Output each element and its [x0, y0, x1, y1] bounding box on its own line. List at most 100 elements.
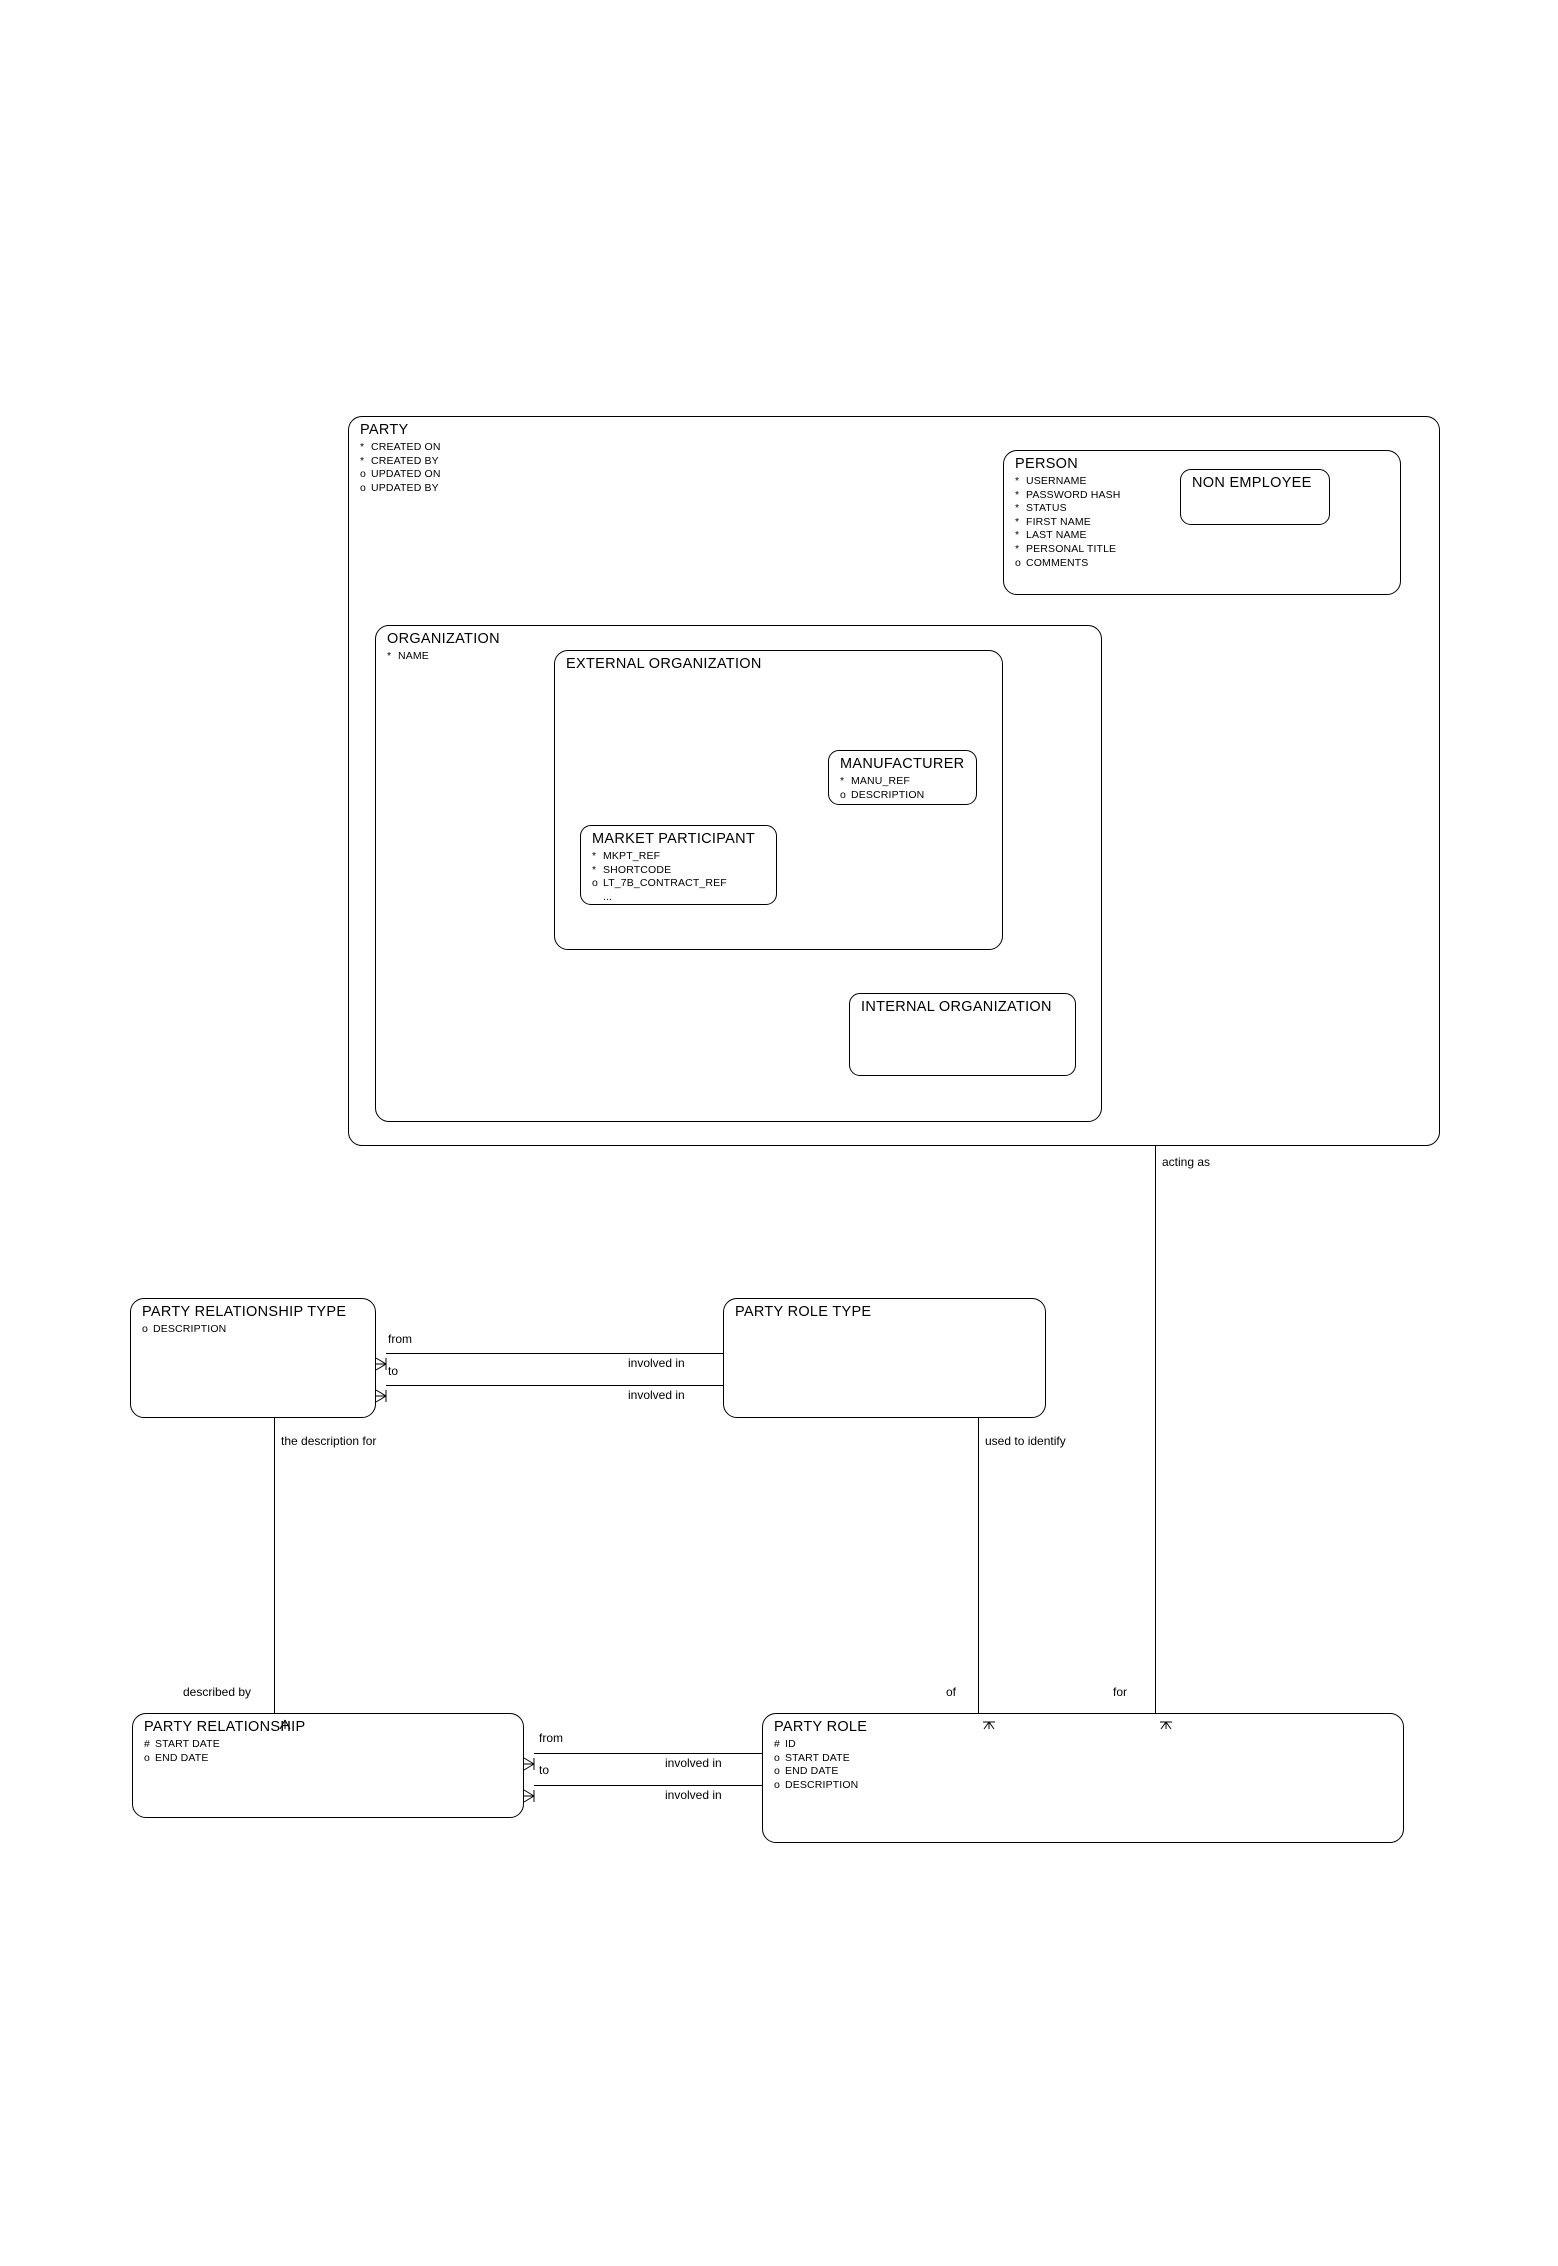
- entity-manufacturer-attributes: * MANU_REF o DESCRIPTION: [840, 775, 924, 802]
- attribute-row: ...: [592, 891, 727, 905]
- entity-party-role-type[interactable]: PARTY ROLE TYPE: [723, 1298, 1046, 1418]
- attribute-label: MANU_REF: [851, 775, 910, 787]
- entity-organization[interactable]: ORGANIZATION *NAME: [375, 625, 1102, 1122]
- attribute-mark: *: [1015, 475, 1020, 487]
- attribute-mark: *: [1015, 529, 1020, 542]
- attribute-label: CREATED BY: [371, 454, 439, 467]
- relationship-label-described-by: described by: [183, 1685, 252, 1699]
- attribute-mark: o: [1015, 556, 1021, 569]
- entity-non-employee-title: NON EMPLOYEE: [1192, 475, 1312, 491]
- entity-party-relationship-title: PARTY RELATIONSHIP: [144, 1719, 306, 1735]
- relationship-line-acting-as: [1155, 1146, 1156, 1467]
- entity-person[interactable]: PERSON *USERNAME *PASSWORD HASH *STATUS …: [1003, 450, 1401, 595]
- attribute-row: o COMMENTS: [1015, 557, 1121, 571]
- relationship-label-pr-from: from: [539, 1731, 563, 1745]
- attribute-mark: #: [144, 1738, 150, 1750]
- attribute-label: SHORTCODE: [603, 863, 672, 876]
- attribute-label: UPDATED BY: [371, 481, 439, 494]
- entity-external-organization-title: EXTERNAL ORGANIZATION: [566, 656, 762, 672]
- relationship-line-prt-from-dashed: [621, 1353, 723, 1354]
- entity-market-participant-title: MARKET PARTICIPANT: [592, 831, 756, 847]
- relationship-label-for: for: [1113, 1685, 1128, 1699]
- attribute-row: *FIRST NAME: [1015, 516, 1121, 530]
- attribute-row: * MANU_REF: [840, 775, 924, 789]
- attribute-mark: o: [774, 1765, 780, 1778]
- relationship-line-prt-from-solid: [386, 1353, 621, 1354]
- attribute-label: PASSWORD HASH: [1026, 488, 1121, 501]
- attribute-label: COMMENTS: [1026, 556, 1089, 569]
- entity-organization-title: ORGANIZATION: [387, 631, 500, 647]
- attribute-mark: o: [592, 877, 598, 890]
- crowsfoot-described-by: [274, 1713, 296, 1730]
- attribute-label: FIRST NAME: [1026, 515, 1091, 528]
- attribute-label: LAST NAME: [1026, 529, 1087, 542]
- attribute-label: UPDATED ON: [371, 468, 441, 481]
- attribute-label: END DATE: [155, 1751, 209, 1764]
- relationship-label-pr-involved-in-2: involved in: [665, 1788, 722, 1802]
- attribute-label: DESCRIPTION: [785, 1778, 859, 1791]
- relationship-line-pr-from-solid: [534, 1753, 650, 1754]
- attribute-mark: *: [360, 441, 365, 453]
- attribute-row: * LAST NAME: [1015, 529, 1121, 543]
- entity-non-employee[interactable]: NON EMPLOYEE: [1180, 469, 1330, 525]
- relationship-line-pr-to-dashed: [606, 1785, 762, 1786]
- attribute-mark: *: [1015, 502, 1020, 515]
- entity-manufacturer[interactable]: MANUFACTURER * MANU_REF o DESCRIPTION: [828, 750, 977, 805]
- attribute-label: LT_7B_CONTRACT_REF: [603, 877, 727, 890]
- entity-party-role-title: PARTY ROLE: [774, 1719, 868, 1735]
- attribute-row: o DESCRIPTION: [840, 789, 924, 803]
- attribute-row: *NAME: [387, 650, 429, 664]
- attribute-row: *SHORTCODE: [592, 864, 727, 878]
- relationship-label-used-to-identify: used to identify: [985, 1434, 1066, 1448]
- attribute-row: * USERNAME: [1015, 475, 1121, 489]
- attribute-label: USERNAME: [1026, 475, 1087, 487]
- relationship-line-prt-to-dashed: [546, 1385, 723, 1386]
- crowsfoot-of: [978, 1713, 1000, 1730]
- attribute-mark: o: [840, 788, 846, 801]
- entity-external-organization[interactable]: EXTERNAL ORGANIZATION: [554, 650, 1003, 950]
- relationship-label-prt-involved-in-1: involved in: [628, 1356, 685, 1370]
- attribute-row: * PASSWORD HASH: [1015, 489, 1121, 503]
- relationship-line-pr-to-solid: [534, 1785, 606, 1786]
- attribute-mark: o: [360, 468, 366, 481]
- attribute-label: START DATE: [155, 1738, 220, 1750]
- attribute-row: *CREATED BY: [360, 455, 441, 469]
- entity-manufacturer-title: MANUFACTURER: [840, 756, 965, 772]
- entity-organization-attributes: *NAME: [387, 650, 429, 664]
- attribute-mark: #: [774, 1738, 780, 1750]
- relationship-label-of: of: [946, 1685, 957, 1699]
- entity-market-participant[interactable]: MARKET PARTICIPANT *MKPT_REF *SHORTCODE …: [580, 825, 777, 905]
- relationship-label-prt-to: to: [388, 1364, 399, 1378]
- attribute-label: ...: [603, 890, 613, 903]
- entity-party-role-type-title: PARTY ROLE TYPE: [735, 1304, 872, 1320]
- entity-internal-organization[interactable]: INTERNAL ORGANIZATION: [849, 993, 1076, 1076]
- attribute-label: START DATE: [785, 1751, 850, 1764]
- attribute-label: ID: [785, 1738, 796, 1750]
- attribute-label: END DATE: [785, 1765, 839, 1778]
- relationship-label-prt-involved-in-2: involved in: [628, 1388, 685, 1402]
- attribute-mark: o: [774, 1751, 780, 1764]
- entity-person-title: PERSON: [1015, 456, 1079, 472]
- attribute-mark: o: [142, 1323, 148, 1335]
- attribute-label: DESCRIPTION: [851, 788, 925, 801]
- crowsfoot-prt-to: [375, 1385, 400, 1407]
- crowsfoot-pr-from: [523, 1753, 548, 1775]
- attribute-row: o END DATE: [774, 1765, 858, 1779]
- relationship-label-pr-involved-in-1: involved in: [665, 1756, 722, 1770]
- attribute-mark: *: [1015, 488, 1020, 501]
- relationship-line-used-to-identify: [978, 1418, 979, 1713]
- attribute-mark: *: [840, 775, 845, 787]
- attribute-label: CREATED ON: [371, 441, 441, 453]
- attribute-row: # START DATE: [144, 1738, 220, 1752]
- relationship-label-pr-to: to: [539, 1763, 550, 1777]
